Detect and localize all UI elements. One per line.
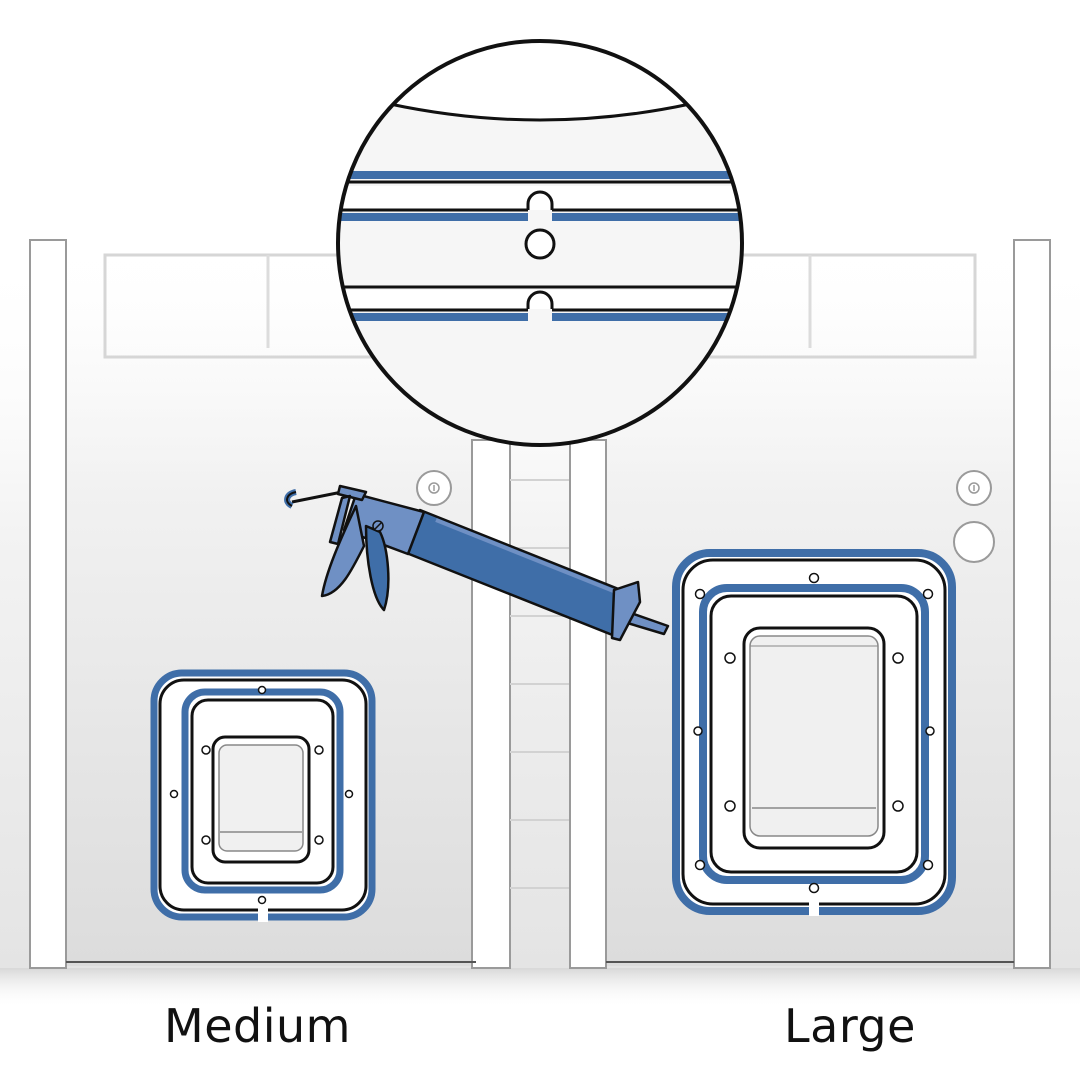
medium-flap bbox=[218, 744, 304, 852]
detail-magnifier-circle bbox=[336, 39, 744, 447]
size-label-medium: Medium bbox=[164, 999, 351, 1053]
medium-pet-door bbox=[150, 669, 376, 922]
caulking-gun-icon bbox=[284, 484, 670, 642]
large-flap bbox=[749, 635, 879, 837]
center-frame-post-left bbox=[471, 439, 511, 969]
right-door-knob bbox=[953, 521, 995, 563]
center-siding bbox=[510, 479, 572, 889]
large-pet-door bbox=[672, 549, 956, 916]
right-door-frame-post bbox=[1013, 239, 1051, 969]
left-door-frame-post bbox=[29, 239, 67, 969]
left-door bbox=[29, 239, 511, 969]
size-label-large: Large bbox=[784, 999, 916, 1053]
center-frame-post-right bbox=[569, 439, 607, 969]
